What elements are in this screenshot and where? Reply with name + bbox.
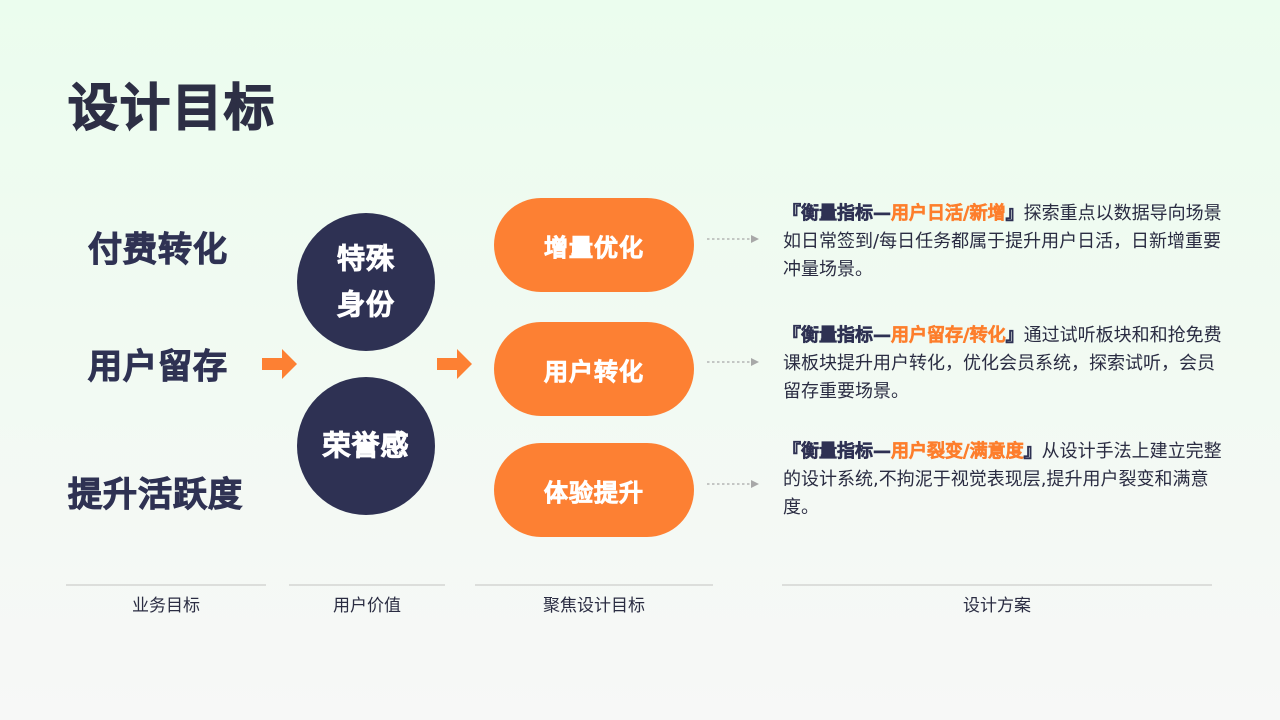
metric-prefix: 衡量指标— (801, 441, 892, 463)
column-divider (475, 584, 713, 586)
business-goal-activity: 提升活跃度 (68, 475, 243, 516)
business-goal-paid-conversion: 付费转化 (88, 230, 228, 271)
focus-pill-experience-improvement: 体验提升 (494, 443, 694, 537)
arrow-right-icon (262, 349, 297, 379)
design-plan-retention: 『衡量指标—用户留存/转化』通过试听板块和和抢免费课板块提升用户转化，优化会员系… (783, 322, 1223, 406)
column-label-user-value: 用户价值 (333, 596, 401, 616)
column-divider (782, 584, 1212, 586)
focus-pill-incremental-optimization: 增量优化 (494, 198, 694, 292)
dotted-arrow-right-icon (707, 480, 759, 488)
metric-name: 用户日活/新增 (891, 203, 1006, 225)
focus-pill-label: 体验提升 (544, 478, 644, 507)
user-value-line: 身份 (336, 288, 395, 322)
plan-description: 通过试听板块和和抢免费课板块提升用户转化，优化会员系统，探索试听，会员留存重要场… (783, 325, 1222, 402)
user-value-special-identity: 特殊 身份 (297, 213, 435, 351)
focus-pill-label: 增量优化 (544, 233, 644, 262)
metric-bracket-open: 『 (783, 325, 802, 347)
metric-bracket-close: 』 (1023, 441, 1042, 463)
arrow-right-icon (437, 349, 472, 379)
plan-description: 探索重点以数据导向场景如日常签到/每日任务都属于提升用户日活，日新增重要冲量场景… (783, 203, 1222, 280)
page-title: 设计目标 (67, 78, 276, 138)
column-label-design-plan: 设计方案 (963, 596, 1031, 616)
business-goal-user-retention: 用户留存 (88, 347, 228, 388)
design-plan-satisfaction: 『衡量指标—用户裂变/满意度』从设计手法上建立完整的设计系统,不拘泥于视觉表现层… (783, 438, 1223, 522)
focus-pill-user-conversion: 用户转化 (494, 322, 694, 416)
metric-bracket-close: 』 (1005, 325, 1024, 347)
focus-pill-label: 用户转化 (544, 357, 644, 386)
dotted-arrow-right-icon (707, 358, 759, 366)
column-label-design-focus: 聚焦设计目标 (543, 596, 645, 616)
metric-prefix: 衡量指标— (801, 325, 892, 347)
metric-bracket-open: 『 (783, 203, 802, 225)
column-label-business-goals: 业务目标 (132, 596, 200, 616)
metric-name: 用户留存/转化 (891, 325, 1006, 347)
user-value-honor: 荣誉感 (297, 377, 435, 515)
dotted-arrow-right-icon (707, 235, 759, 243)
column-divider (66, 584, 266, 586)
column-divider (289, 584, 445, 586)
plan-description: 从设计手法上建立完整的设计系统,不拘泥于视觉表现层,提升用户裂变和满意度。 (783, 441, 1222, 518)
user-value-line: 特殊 (336, 242, 395, 276)
user-value-line: 荣誉感 (322, 429, 410, 463)
metric-bracket-close: 』 (1005, 203, 1024, 225)
design-plan-daily-active: 『衡量指标—用户日活/新增』探索重点以数据导向场景如日常签到/每日任务都属于提升… (783, 200, 1223, 284)
metric-bracket-open: 『 (783, 441, 802, 463)
metric-name: 用户裂变/满意度 (891, 441, 1024, 463)
metric-prefix: 衡量指标— (801, 203, 892, 225)
